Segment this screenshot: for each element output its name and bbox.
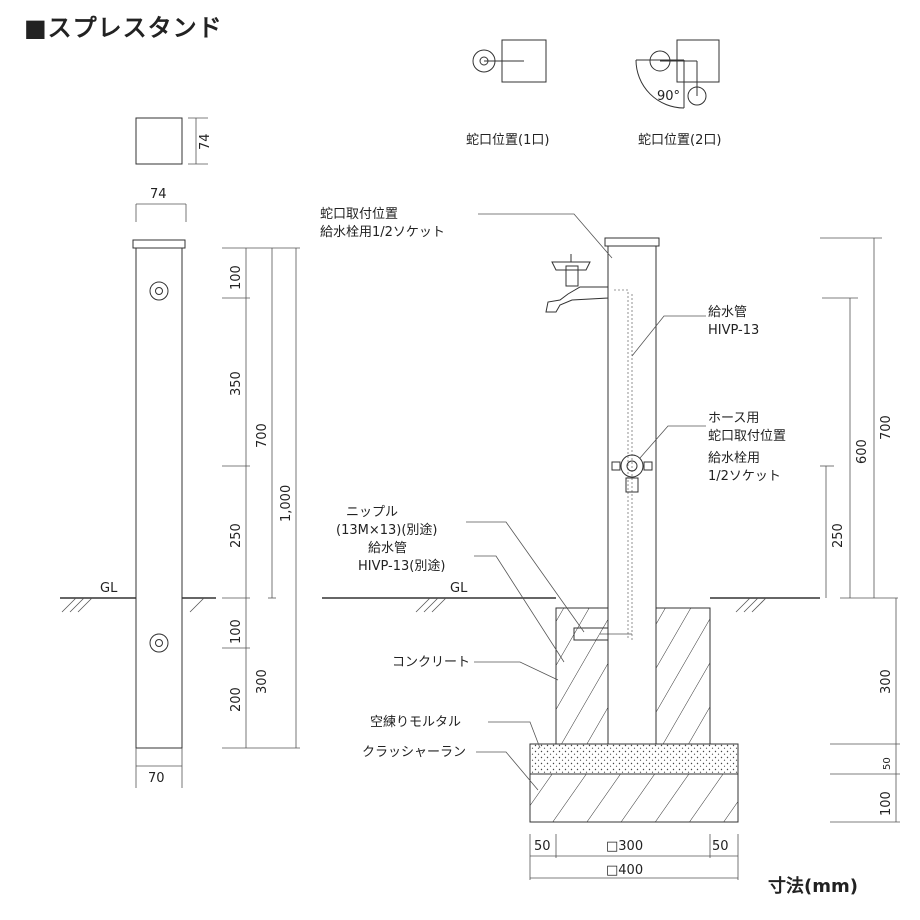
label-hose-socket: 1/2ソケット	[708, 469, 781, 484]
dry-mortar-layer	[529, 743, 739, 775]
dim-300-left: 300	[255, 669, 270, 694]
hose-valve-icon	[611, 454, 653, 493]
dim-700-left: 700	[255, 423, 270, 448]
dim-300-right: 300	[879, 669, 894, 694]
faucet-position-one-label: 蛇口位置(1口)	[466, 133, 549, 148]
faucet-position-one-icon	[472, 39, 547, 83]
width-top-dim: 74	[150, 187, 167, 202]
top-section-square	[135, 117, 208, 165]
dim-350: 350	[229, 371, 244, 396]
unit-note: 寸法(mm)	[768, 876, 858, 897]
gl-label-left: GL	[100, 581, 118, 596]
nipple-fitting	[573, 627, 609, 641]
label-supply-pipe-2: 給水管	[368, 541, 407, 556]
stand-post-right	[600, 237, 660, 745]
dim-250-right: 250	[831, 523, 846, 548]
dim-200: 200	[229, 687, 244, 712]
stand-post-left	[132, 239, 186, 749]
dim-100-top: 100	[229, 265, 244, 290]
ground-line-left	[60, 597, 216, 613]
label-supply-pipe-2-spec: HIVP-13(別途)	[358, 558, 445, 574]
ground-line-right	[322, 597, 820, 613]
gl-label-right: GL	[450, 581, 468, 596]
dim-100-bottom: 100	[229, 619, 244, 644]
top-size-dim: 74	[198, 133, 213, 150]
label-nipple-spec: (13M×13)(別途)	[336, 522, 437, 538]
label-supply-pipe: 給水管	[708, 305, 747, 320]
label-dry-mortar: 空練りモルタル	[370, 715, 461, 730]
dim-bottom-50-left: 50	[534, 839, 551, 854]
dim-bottom-300: □300	[606, 839, 643, 854]
label-hose-faucet: 給水栓用	[708, 451, 760, 466]
label-hose-mount: 蛇口取付位置	[708, 429, 786, 444]
faucet-position-two-icon	[635, 39, 720, 109]
dim-50-right: 50	[882, 757, 893, 770]
right-dimension-lines	[820, 237, 900, 823]
left-dimension-lines	[222, 247, 300, 749]
label-nipple: ニップル	[346, 505, 398, 520]
label-concrete: コンクリート	[392, 655, 470, 670]
faucet-icon	[545, 254, 609, 313]
faucet-angle-label: 90°	[657, 89, 680, 104]
crusher-run-layer	[529, 773, 739, 823]
dim-bottom-50-right: 50	[712, 839, 729, 854]
leader-lines	[466, 213, 706, 791]
width-bottom-dim: 70	[148, 771, 165, 786]
label-faucet-socket: 給水栓用1/2ソケット	[320, 225, 445, 240]
dim-700-right: 700	[879, 415, 894, 440]
dim-600-right: 600	[855, 439, 870, 464]
label-faucet-mount: 蛇口取付位置	[320, 207, 398, 222]
dim-250-left: 250	[229, 523, 244, 548]
dim-100-right: 100	[879, 791, 894, 816]
dim-bottom-400: □400	[606, 863, 643, 878]
label-crusher-run: クラッシャーラン	[362, 745, 466, 760]
bottom-dimension-lines	[529, 834, 739, 880]
dim-1000: 1,000	[279, 485, 294, 522]
label-hose: ホース用	[708, 411, 759, 426]
label-supply-pipe-spec: HIVP-13	[708, 323, 759, 338]
page-title: ■スプレスタンド	[24, 14, 223, 42]
faucet-position-two-label: 蛇口位置(2口)	[638, 133, 721, 148]
